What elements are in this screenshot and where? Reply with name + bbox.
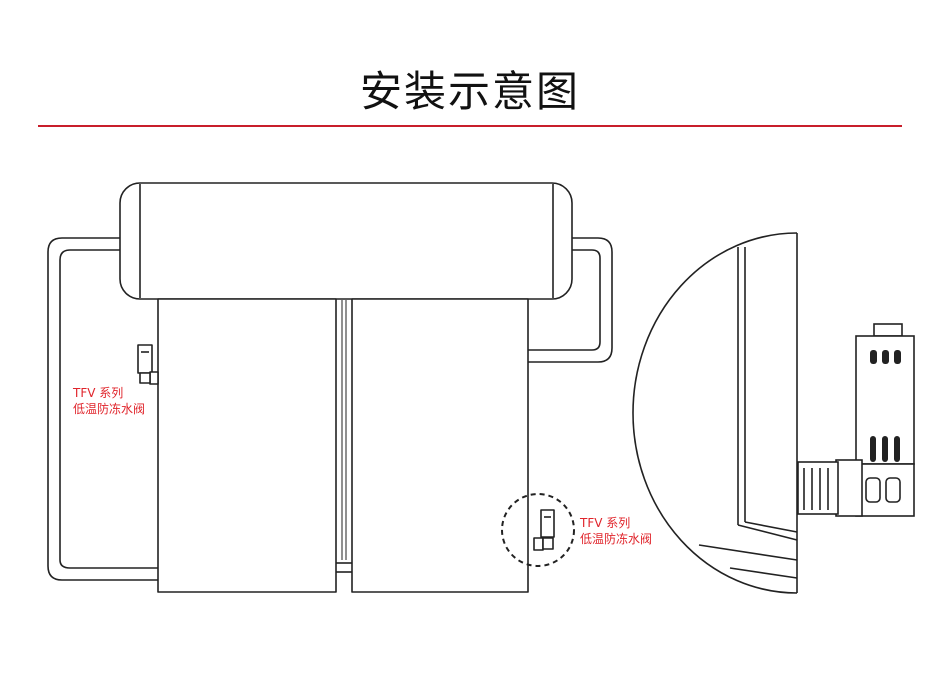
title-divider — [38, 125, 902, 127]
page-title: 安装示意图 — [359, 67, 580, 116]
left-pipe-loop — [47, 237, 160, 581]
valve-label-series: TFV 系列 — [73, 386, 124, 400]
collector-panel-right — [351, 298, 529, 593]
right-pipe-loop — [528, 237, 613, 363]
valve-detail-view — [632, 232, 915, 594]
water-tank — [119, 182, 573, 300]
right-pipe-loop-inner — [528, 249, 601, 351]
valve-label-left: TFV 系列 低温防冻水阀 — [73, 385, 145, 417]
valve-label-name: 低温防冻水阀 — [73, 402, 146, 416]
valve-label-series: TFV 系列 — [580, 516, 631, 530]
left-pipe-loop-inner — [59, 249, 160, 569]
valve-label-name: 低温防冻水阀 — [580, 532, 653, 546]
valve-label-right: TFV 系列 低温防冻水阀 — [580, 515, 652, 547]
collector-panel-left — [157, 298, 337, 593]
valve-left-icon — [137, 344, 159, 385]
valve-right-icon — [533, 509, 555, 551]
valve-highlight-circle — [501, 493, 575, 567]
